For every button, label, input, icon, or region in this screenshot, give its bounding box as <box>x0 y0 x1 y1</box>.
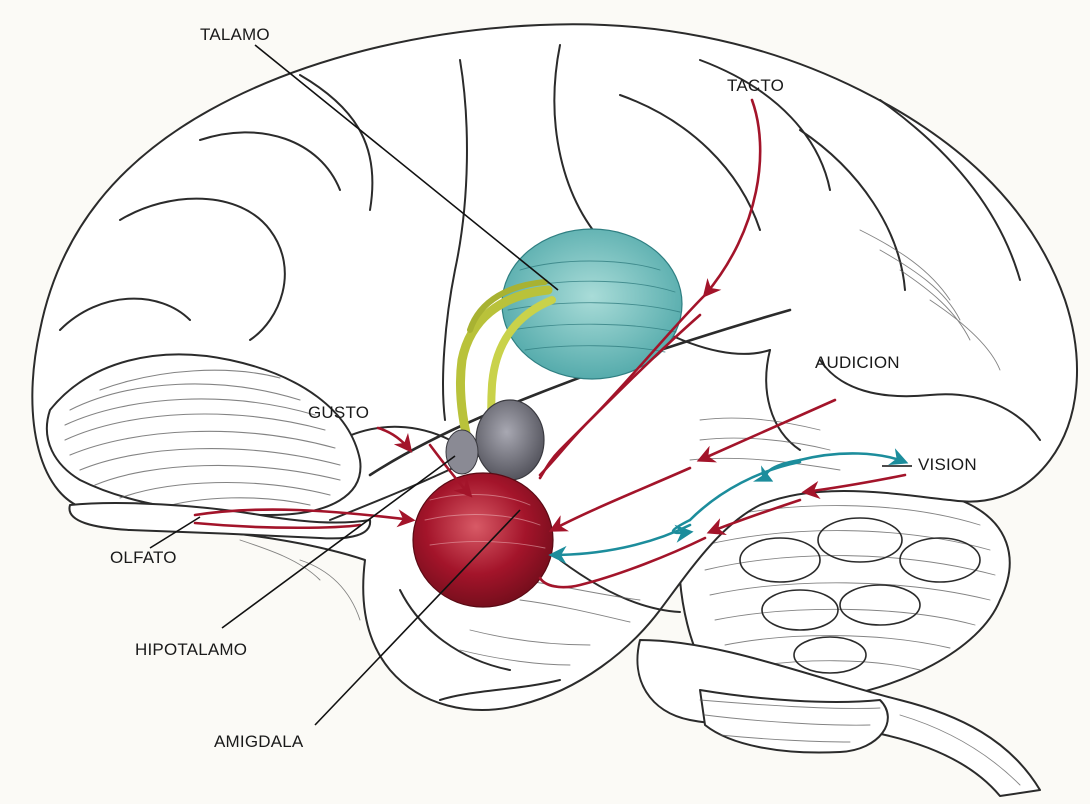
label-vision: VISION <box>918 455 977 474</box>
label-audicion: AUDICION <box>815 353 900 372</box>
label-gusto: GUSTO <box>308 403 369 422</box>
label-olfato: OLFATO <box>110 548 177 567</box>
label-tacto: TACTO <box>727 76 784 95</box>
amygdala <box>413 473 553 607</box>
hypothalamus-small-lobe <box>446 430 478 474</box>
label-amigdala: AMIGDALA <box>214 732 304 751</box>
label-talamo: TALAMO <box>200 25 270 44</box>
hypothalamus <box>476 400 544 480</box>
label-hipotalamo: HIPOTALAMO <box>135 640 247 659</box>
